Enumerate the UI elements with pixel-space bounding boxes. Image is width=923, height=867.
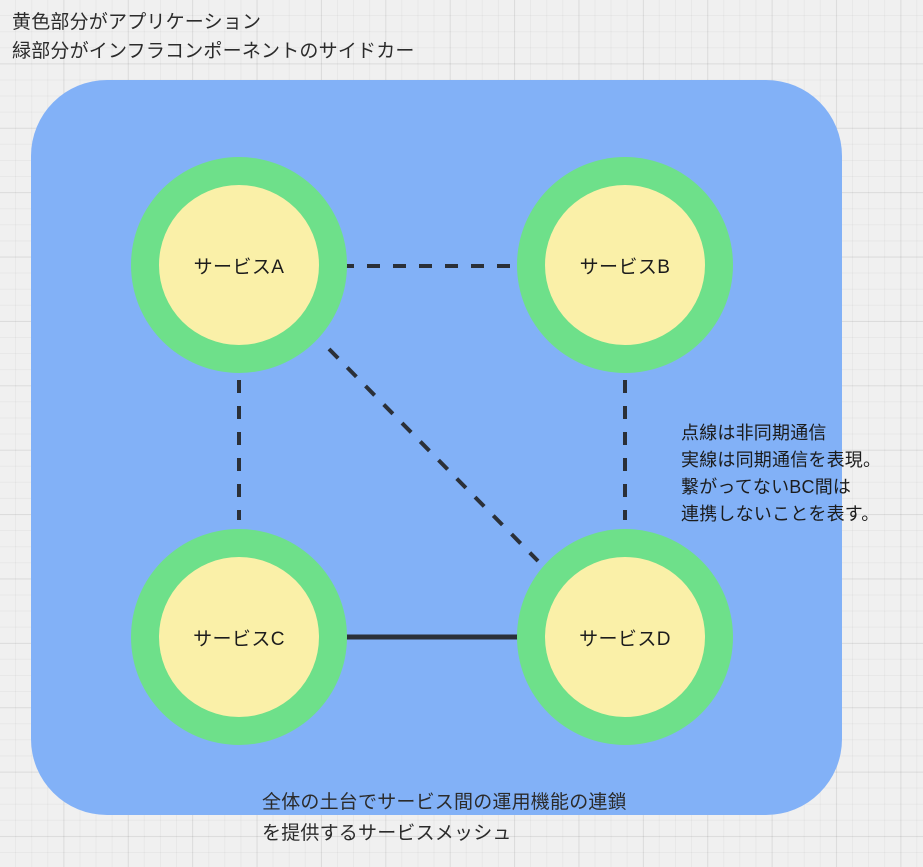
service-node-b-app: サービスB: [545, 185, 705, 345]
bottom-caption-line-2: を提供するサービスメッシュ: [262, 823, 512, 844]
service-node-b[interactable]: サービスB: [517, 157, 733, 373]
service-node-c-label: サービスC: [193, 628, 285, 650]
top-caption-line-1: 黄色部分がアプリケーション: [12, 12, 262, 33]
service-node-a-label: サービスA: [193, 256, 285, 278]
service-node-d-app: サービスD: [545, 557, 705, 717]
top-caption: 黄色部分がアプリケーション 緑部分がインフラコンポーネントのサイドカー: [12, 8, 415, 66]
service-node-b-label: サービスB: [579, 256, 671, 278]
service-node-a-app: サービスA: [159, 185, 319, 345]
service-node-c-app: サービスC: [159, 557, 319, 717]
legend-note-line-3: 繋がってないBC間は: [681, 477, 852, 497]
legend-note-line-1: 点線は非同期通信: [681, 423, 827, 443]
bottom-caption-line-1: 全体の土台でサービス間の運用機能の連鎖: [262, 792, 627, 813]
legend-note: 点線は非同期通信 実線は同期通信を表現。 繋がってないBC間は 連携しないことを…: [681, 420, 881, 528]
service-node-d-label: サービスD: [579, 628, 671, 650]
legend-note-line-4: 連携しないことを表す。: [681, 504, 880, 524]
bottom-caption: 全体の土台でサービス間の運用機能の連鎖 を提供するサービスメッシュ: [262, 787, 627, 849]
legend-note-line-2: 実線は同期通信を表現。: [681, 450, 882, 470]
service-node-c[interactable]: サービスC: [131, 529, 347, 745]
service-node-a[interactable]: サービスA: [131, 157, 347, 373]
service-node-d[interactable]: サービスD: [517, 529, 733, 745]
top-caption-line-2: 緑部分がインフラコンポーネントのサイドカー: [12, 41, 415, 62]
